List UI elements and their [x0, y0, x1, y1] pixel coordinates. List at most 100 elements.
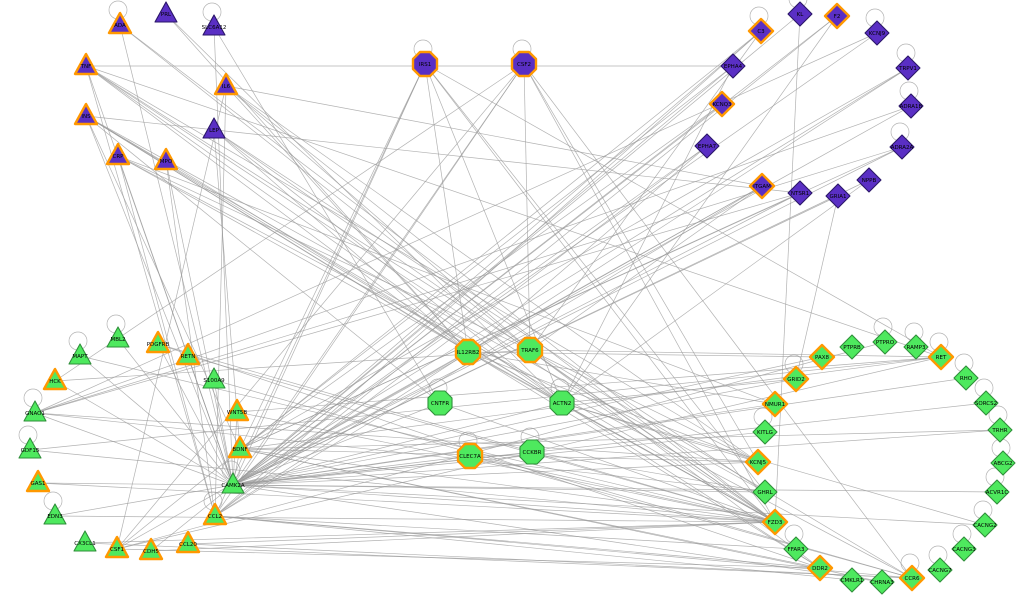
node-TRAF6[interactable]: TRAF6	[516, 336, 544, 364]
edge-NTSR1-CAMK2A	[232, 192, 801, 486]
diamond-shape-icon	[783, 536, 809, 562]
edge-TRPV1-BDNF	[239, 67, 909, 450]
edge-TNF-IL12RB2	[85, 65, 469, 353]
edge-EPHA4-BDNF	[239, 65, 734, 450]
diamond-shape-icon	[808, 343, 836, 371]
diamond-shape-icon	[747, 17, 775, 45]
octagon-shape-icon	[427, 390, 453, 416]
edge-CSF2-CCL2	[214, 63, 525, 517]
edge-PRL-ACTN2	[165, 13, 563, 404]
edge-MPO-CCL2	[165, 160, 216, 517]
edge-CAMK2A-KITLG	[232, 431, 766, 486]
node-ACTN2[interactable]: ACTN2	[549, 390, 575, 416]
edge-HCK-TRAF6	[54, 349, 531, 382]
edge-F2-CAMK2A	[232, 15, 838, 486]
edge-TRAF6-FZD3	[529, 349, 776, 523]
node-ITGAM[interactable]: ITGAM	[748, 172, 776, 200]
triangle-shape-icon	[68, 343, 92, 365]
diamond-shape-icon	[856, 167, 882, 193]
node-TNF[interactable]: TNF	[73, 52, 99, 76]
edge-ADA-CAMK2A	[119, 24, 234, 486]
octagon-shape-icon	[516, 336, 544, 364]
edge-ITGAM-CCL2	[214, 185, 763, 517]
node-NMUR1[interactable]: NMUR1	[761, 390, 789, 418]
node-GRIA1[interactable]: GRIA1	[825, 183, 851, 209]
edge-RETN-FZD3	[187, 355, 776, 523]
node-MAPT[interactable]: MAPT	[68, 343, 92, 365]
node-CNTFR[interactable]: CNTFR	[427, 390, 453, 416]
edge-TNF-FZD3	[85, 65, 776, 523]
edge-ACTN2-KCNJ5	[561, 402, 759, 463]
edge-C3-CSF1	[116, 30, 762, 550]
node-IRS1[interactable]: IRS1	[411, 50, 439, 78]
node-DDR2[interactable]: DDR2	[806, 554, 834, 582]
node-F2[interactable]: F2	[823, 2, 851, 30]
edge-CX3CL1-CCR6	[84, 542, 913, 579]
node-ADA[interactable]: ADA	[107, 11, 133, 35]
edge-PDGFRB-FZD3	[157, 343, 776, 523]
edge-GRIA1-GRID2	[795, 195, 839, 380]
octagon-shape-icon	[549, 390, 575, 416]
edge-CAMK2A-RHO	[232, 377, 967, 486]
node-PRL[interactable]: PRL	[154, 1, 178, 23]
node-MBL2[interactable]: MBL2	[106, 326, 130, 348]
edge-CSF1-PTPRO	[116, 341, 886, 550]
diamond-shape-icon	[984, 479, 1010, 505]
node-NPPB[interactable]: NPPB	[856, 167, 882, 193]
edge-MAPT-FZD3	[79, 355, 776, 523]
edge-IL6-IL12RB2	[225, 85, 469, 353]
edge-GNAO1-GHRL	[34, 412, 766, 493]
triangle-shape-icon	[104, 535, 130, 559]
edge-ADRA1B-CAMK2A	[232, 105, 912, 486]
node-GAS1[interactable]: GAS1	[25, 469, 51, 493]
triangle-shape-icon	[175, 530, 201, 554]
node-IL12RB2[interactable]: IL12RB2	[454, 338, 482, 366]
triangle-shape-icon	[202, 14, 226, 36]
node-CCL2[interactable]: CCL2	[202, 502, 228, 526]
node-CRP[interactable]: CRP	[105, 142, 131, 166]
node-HCK[interactable]: HCK	[42, 367, 68, 391]
node-KCNJ5[interactable]: KCNJ5	[744, 448, 772, 476]
node-BDNF[interactable]: BDNF	[227, 435, 253, 459]
diamond-shape-icon	[869, 569, 895, 595]
node-CSF2[interactable]: CSF2	[510, 50, 538, 78]
node-INS[interactable]: INS	[73, 102, 99, 126]
node-GDF15[interactable]: GDF15	[18, 437, 42, 459]
edge-INS-DDR2	[85, 115, 821, 569]
edge-IL6-CCL2	[214, 85, 227, 517]
node-CCKBR[interactable]: CCKBR	[519, 439, 545, 465]
node-KCNQ3[interactable]: KCNQ3	[708, 90, 736, 118]
node-LEP[interactable]: LEP	[202, 117, 226, 139]
node-CLEC7A[interactable]: CLEC7A	[456, 442, 484, 470]
edge-IL12RB2-KCNJ5	[467, 351, 759, 463]
diamond-shape-icon	[752, 419, 778, 445]
triangle-shape-icon	[202, 117, 226, 139]
triangle-shape-icon	[107, 11, 133, 35]
edge-CCKBR-GHRL	[531, 451, 766, 493]
diamond-shape-icon	[748, 172, 776, 200]
edge-SLC6A12-CNTFR	[213, 26, 441, 404]
node-CHRNA3[interactable]: CHRNA3	[869, 569, 895, 595]
diamond-shape-icon	[708, 90, 736, 118]
node-CCL20[interactable]: CCL20	[175, 530, 201, 554]
node-EPHA7[interactable]: EPHA7	[694, 133, 720, 159]
triangle-shape-icon	[224, 398, 250, 422]
edge-CRP-TRAF6	[117, 155, 531, 351]
edge-CCL20-CCR6	[187, 543, 913, 579]
edge-CNTFR-FZD3	[439, 402, 776, 523]
diamond-shape-icon	[839, 567, 865, 593]
triangle-shape-icon	[25, 469, 51, 493]
node-CX3CL1[interactable]: CX3CL1	[73, 530, 97, 552]
edge-CSF2-HCK	[54, 63, 525, 382]
node-IL6[interactable]: IL6	[213, 72, 239, 96]
edge-ACTN2-GRID2	[561, 378, 797, 404]
edge-TNF-ACTN2	[85, 65, 563, 404]
node-EDN3[interactable]: EDN3	[43, 503, 67, 525]
octagon-shape-icon	[519, 439, 545, 465]
edge-IRS1-RET	[424, 63, 942, 358]
edge-CX3CL1-FZD3	[84, 521, 776, 544]
diamond-shape-icon	[973, 390, 999, 416]
node-GHRL[interactable]: GHRL	[752, 479, 778, 505]
edge-IRS1-CAMK2A	[232, 63, 426, 486]
